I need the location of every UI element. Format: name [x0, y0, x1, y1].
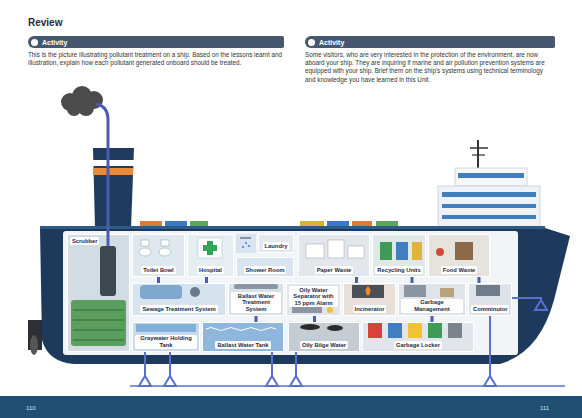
water-drop — [242, 246, 244, 248]
activity-heading: Activity — [42, 39, 67, 46]
smoke-cloud — [61, 86, 103, 116]
ship-compartment: Food Waste — [428, 234, 490, 277]
outlet-symbol — [266, 376, 278, 386]
compartment-label: Food Waste — [441, 266, 478, 274]
water-drop — [248, 245, 250, 247]
ship-compartment: Scrubber — [67, 234, 130, 352]
outlet-symbol — [484, 376, 496, 386]
mast — [477, 140, 479, 168]
compartment-label: Recycling Units — [375, 266, 423, 274]
ship-compartment: Ballast Water Treatment System — [228, 283, 284, 316]
compartment-label: Hospital — [197, 266, 224, 274]
discharge-pipe — [512, 298, 541, 300]
ship-compartment: Oily Bilge Water — [288, 322, 360, 352]
compartment-label: Laundry — [263, 242, 290, 250]
ship-compartment: Toilet Bowl — [132, 234, 185, 277]
compartment-label: Scrubber — [70, 237, 99, 245]
ship-compartment: Ballast Water Tank — [202, 322, 284, 352]
accommodation-block — [438, 186, 540, 228]
ship-compartment: Recycling Units — [372, 234, 426, 277]
outlet-symbol — [290, 376, 302, 386]
activity-bar: Activity — [305, 36, 555, 48]
funnel-band — [93, 168, 133, 175]
outlet-symbol — [139, 376, 151, 386]
activity-instructions: This is the picture illustrating polluta… — [28, 51, 284, 67]
discharge-pipe — [489, 316, 491, 376]
compartment-label: Sewage Treatment System — [140, 305, 217, 313]
compartment-label: Incinerator — [353, 305, 387, 313]
ship-compartment: Laundry — [258, 234, 294, 253]
outlet-symbol — [535, 300, 547, 310]
page-heading: Review — [28, 17, 62, 28]
ship-compartment: Garbage Locker — [362, 322, 474, 352]
page-number: 111 — [540, 405, 564, 411]
windows-row — [442, 192, 536, 197]
compartment-label: Shower Room — [244, 266, 287, 274]
activity-instructions: Some visitors, who are very interested i… — [305, 51, 555, 84]
compartment-label: Paper Waste — [315, 266, 354, 274]
funnel — [93, 148, 134, 228]
shower-head — [240, 237, 251, 239]
footer-band — [0, 396, 582, 418]
ship-compartment: Sewage Treatment System — [132, 283, 226, 316]
discharge-pipe — [169, 352, 171, 376]
exhaust-pipe — [96, 104, 108, 246]
ship-compartment: Paper Waste — [298, 234, 370, 277]
mast-yard — [470, 147, 488, 149]
ship-compartment: Hospital — [187, 234, 234, 277]
discharge-pipe — [271, 352, 273, 376]
sea-line — [130, 385, 565, 387]
compartment-label: Garbage Management — [401, 299, 463, 313]
deck-edge — [40, 226, 545, 229]
compartment-label: Graywater Holding Tank — [135, 335, 197, 349]
windows-row — [442, 215, 536, 219]
ship-compartment: Oily Water Separator with 15 ppm Alarm — [286, 283, 341, 316]
compartment-label: Oily Water Separator with 15 ppm Alarm — [289, 286, 338, 307]
hull — [40, 228, 570, 364]
activity-heading: Activity — [319, 39, 344, 46]
ship-compartment: Graywater Holding Tank — [132, 322, 200, 352]
water-drop — [245, 242, 247, 244]
mast-yard — [472, 154, 485, 155]
compartment-label: Comminutor — [471, 305, 509, 313]
compartment-label: Toilet Bowl — [141, 266, 176, 274]
ship-compartment: Garbage Management — [398, 283, 466, 316]
compartment-label: Garbage Locker — [394, 341, 442, 349]
ship-compartment: Comminutor — [468, 283, 512, 316]
shower-cubicle — [236, 234, 256, 253]
ship-compartment: Shower Room — [236, 257, 294, 277]
page-number: 110 — [26, 405, 50, 411]
funnel-band — [93, 160, 134, 166]
compartment-label: Ballast Water Treatment System — [231, 292, 281, 313]
hull-interior — [63, 231, 518, 355]
ship-compartment: Incinerator — [343, 283, 396, 316]
discharge-pipe — [144, 352, 146, 376]
windows-row — [442, 204, 536, 208]
bridge-windows — [458, 173, 524, 178]
activity-bar: Activity — [28, 36, 284, 48]
compartment-label: Oily Bilge Water — [300, 341, 348, 349]
propeller — [30, 335, 38, 355]
funnel-body — [93, 148, 134, 228]
bridge — [455, 168, 527, 186]
compartment-label: Ballast Water Tank — [215, 341, 270, 349]
outlet-symbol — [164, 376, 176, 386]
discharge-pipe — [295, 352, 297, 376]
superstructure — [438, 140, 540, 228]
smoke-puff — [67, 102, 81, 116]
